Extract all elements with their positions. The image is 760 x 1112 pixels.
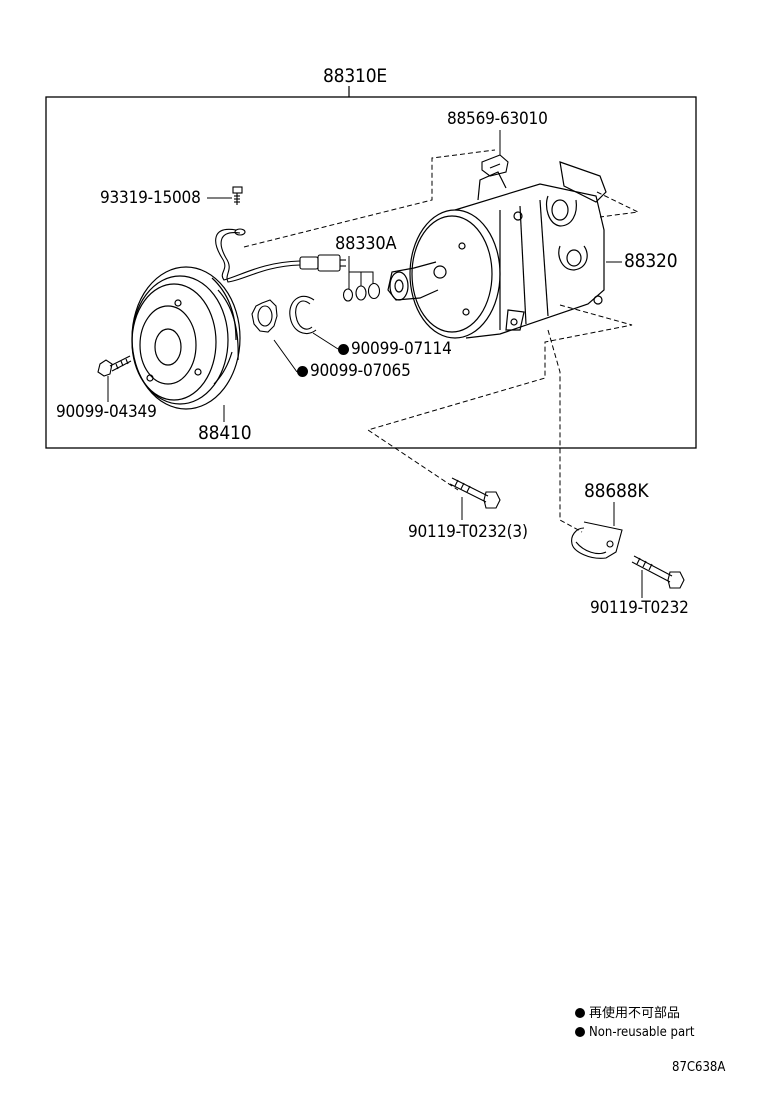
stay-drawing	[571, 521, 623, 559]
snap-ring-label: 90099-07065	[297, 361, 411, 381]
assembly-label: 88310E	[323, 65, 387, 87]
mount-bolt-label: 90119-T0232(3)	[408, 522, 528, 542]
snap-ring-number: 90099-07065	[310, 361, 411, 381]
clutch-bolt-label: 90099-04349	[56, 402, 157, 422]
stay-label: 88688K	[584, 480, 649, 502]
bracket-dash-line	[243, 149, 496, 248]
non-reusable-dot-icon	[338, 344, 349, 355]
legend-jp: 再使用不可部品	[575, 1006, 680, 1022]
drawing-code: 87C638A	[672, 1060, 726, 1075]
stay-bolt-drawing	[631, 555, 685, 589]
legend-dot-icon	[575, 1027, 585, 1037]
clip-screw-label: 93319-15008	[100, 188, 201, 208]
legend-dot-icon	[575, 1008, 585, 1018]
harness-drawing	[215, 228, 346, 283]
legend-en: Non-reusable part	[575, 1025, 695, 1041]
seal-kit-label: 88330A	[335, 233, 397, 254]
clutch-pulley-drawing	[131, 266, 241, 410]
clip-screw-drawing	[232, 186, 243, 205]
compressor-top-dash	[596, 191, 640, 218]
ring-parts-drawing	[251, 282, 381, 334]
legend-jp-text: 再使用不可部品	[589, 1006, 681, 1021]
clutch-label: 88410	[198, 422, 252, 444]
non-reusable-dot-icon	[297, 366, 308, 377]
stay-dash-line	[547, 329, 583, 533]
compressor-label: 88320	[624, 250, 678, 272]
o-ring-label: 90099-07114	[338, 339, 452, 359]
bracket-label: 88569-63010	[447, 109, 548, 129]
assembly-frame	[45, 96, 697, 449]
legend-en-text: Non-reusable part	[589, 1025, 695, 1040]
leader-lines	[107, 130, 643, 598]
clutch-bolt-drawing	[97, 355, 132, 377]
compressor-drawing	[387, 161, 607, 339]
stay-bolt-label: 90119-T0232	[590, 598, 689, 618]
compressor-bottom-dash	[366, 304, 633, 491]
mount-bolt-drawing	[449, 477, 501, 509]
o-ring-number: 90099-07114	[351, 339, 452, 359]
